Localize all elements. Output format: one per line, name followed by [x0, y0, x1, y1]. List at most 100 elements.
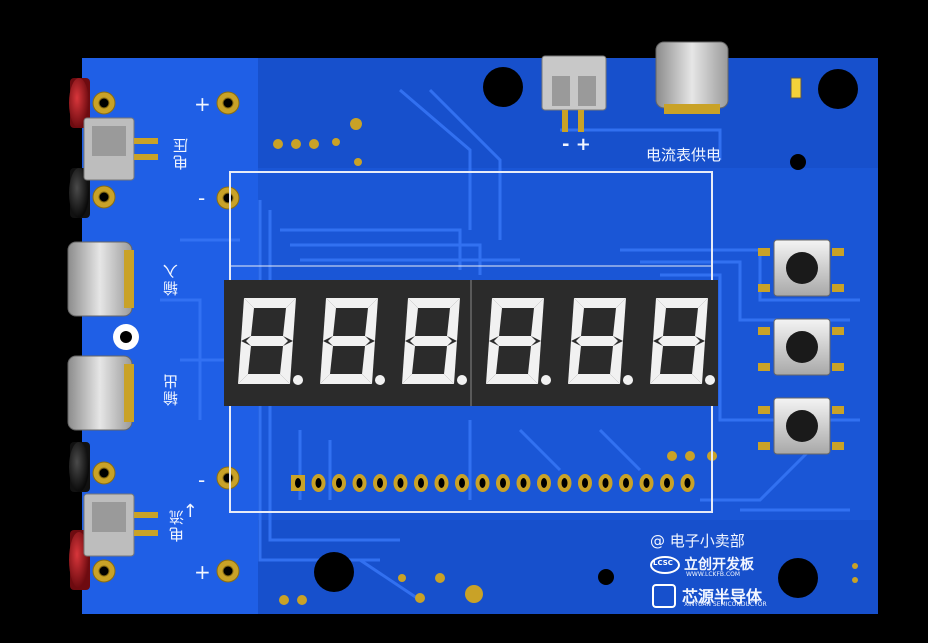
digit-segment: [489, 298, 502, 341]
header-pin: [332, 474, 346, 492]
button-cap[interactable]: [786, 331, 818, 363]
label-plus-current: +: [194, 560, 211, 584]
digit-segment: [444, 341, 457, 384]
digit-segment: [656, 298, 708, 308]
header-pin: [352, 474, 367, 492]
label-brand-xinyuan: 芯源半导体: [682, 587, 763, 606]
label-brand-xinyuan-sub: XINYUAN SEMICONDUCTOR: [684, 601, 767, 608]
decimal-point: [541, 375, 551, 385]
header-pin: [660, 474, 674, 492]
banana-jack-red-top: [69, 78, 90, 128]
label-input: 输入: [162, 262, 180, 296]
digit-segment: [574, 298, 626, 308]
mounting-hole: [120, 331, 132, 343]
mounting-hole: [790, 154, 806, 170]
digit-segment: [244, 298, 296, 308]
label-connector-polarity: - +: [562, 134, 591, 155]
decimal-point: [623, 375, 633, 385]
digit-segment: [486, 341, 499, 384]
decimal-point: [457, 375, 467, 385]
vias: [273, 118, 858, 605]
seven-segment-digit: [238, 298, 303, 385]
digit-segment: [486, 374, 538, 384]
jst-connector-voltage: [83, 117, 158, 181]
header-pin: [455, 474, 469, 492]
digit-segment: [658, 336, 700, 346]
button-cap[interactable]: [786, 252, 818, 284]
digit-segment: [246, 336, 288, 346]
label-brand-lcsc: 立创开发板: [684, 557, 754, 573]
header-pin: [373, 474, 387, 492]
button-cap[interactable]: [786, 410, 818, 442]
digit-segment: [692, 341, 705, 384]
digit-segment: [405, 298, 418, 341]
digit-segment: [362, 341, 375, 384]
logo-xinyuan: [652, 584, 676, 608]
mounting-hole: [778, 558, 818, 598]
digit-segment: [238, 341, 251, 384]
digit-segment: [653, 298, 666, 341]
header-pin: [639, 474, 654, 492]
digit-segment: [402, 341, 415, 384]
header-pin: [598, 474, 613, 492]
digit-segment: [528, 341, 541, 384]
digit-segment: [328, 336, 370, 346]
header-pin: [414, 474, 428, 492]
seven-segment-digit: [650, 298, 715, 385]
mounting-hole: [314, 552, 354, 592]
button-3[interactable]: [758, 397, 844, 455]
header-pin: [393, 474, 408, 492]
led-indicator: [790, 77, 802, 99]
banana-jack-black-bottom: [69, 442, 90, 492]
label-minus-voltage: -: [198, 186, 206, 210]
current-arrow-icon: →: [180, 502, 202, 519]
mounting-hole: [818, 69, 858, 109]
digit-segment: [576, 336, 618, 346]
seven-segment-digit: [486, 298, 551, 385]
digit-segment: [238, 374, 290, 384]
digit-segment: [326, 298, 378, 308]
usb-c-input-port: [67, 241, 134, 317]
digit-segment: [568, 374, 620, 384]
digit-segment: [568, 341, 581, 384]
logo-lcsc: LCSC: [650, 556, 680, 574]
digit-segment: [571, 298, 584, 341]
digit-segment: [320, 341, 333, 384]
digit-segment: [410, 336, 452, 346]
mounting-hole: [598, 569, 614, 585]
label-minus-current: -: [198, 468, 206, 492]
header-pin: [537, 474, 551, 492]
decimal-point: [375, 375, 385, 385]
digit-segment: [650, 341, 663, 384]
digit-segment: [492, 298, 544, 308]
usb-c-meter-power-port: [655, 41, 729, 114]
seven-segment-digit: [402, 298, 467, 385]
digit-segment: [365, 298, 378, 341]
header-pin: [496, 474, 510, 492]
button-2[interactable]: [758, 318, 844, 376]
decimal-point: [705, 375, 715, 385]
header-pin: [680, 474, 695, 492]
digit-segment: [408, 298, 460, 308]
button-1[interactable]: [758, 239, 844, 297]
digit-segment: [320, 374, 372, 384]
label-output: 输出: [162, 372, 180, 406]
jst-connector-current: [83, 493, 158, 557]
header-pin: [557, 474, 572, 492]
banana-jack-black-top: [69, 168, 90, 218]
header-pin: [578, 474, 592, 492]
digit-segment: [613, 298, 626, 341]
digit-segment: [494, 336, 536, 346]
display-digits: [238, 298, 715, 385]
digit-segment: [283, 298, 296, 341]
digit-segment: [531, 298, 544, 341]
pin-header-row: [291, 474, 695, 492]
jst-connector-meter-power: [541, 55, 607, 132]
digit-segment: [650, 374, 702, 384]
digit-segment: [610, 341, 623, 384]
header-pin: [291, 475, 305, 491]
digit-segment: [323, 298, 336, 341]
header-pin: [619, 474, 633, 492]
